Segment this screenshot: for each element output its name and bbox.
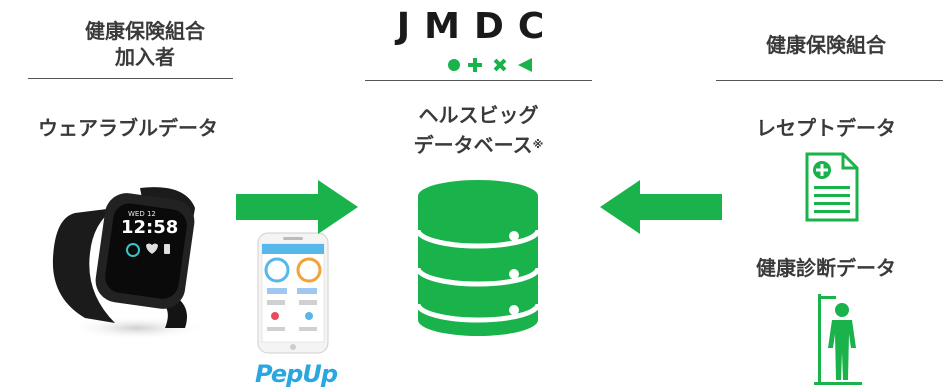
left-header-line2: 加入者: [115, 45, 175, 69]
smartwatch-icon: [52, 187, 207, 340]
receipt-document-icon: [805, 152, 859, 222]
right-header: 健康保険組合: [766, 33, 886, 57]
watch-stats-icon: [126, 243, 170, 257]
database-icon: [416, 180, 540, 336]
jmdc-logo: JMDC: [396, 6, 559, 47]
db-label-line2-text: データベース: [413, 133, 533, 157]
arrow-right-icon: [236, 180, 358, 234]
smartphone-app-icon: [257, 232, 329, 354]
db-label-line1: ヘルスビッグ: [418, 103, 539, 127]
watch-date: WED 12: [128, 210, 156, 218]
right-divider: [716, 80, 943, 81]
center-divider: [365, 80, 592, 81]
height-measure-person-icon: [814, 294, 862, 385]
receipt-data-label: レセプトデータ: [756, 116, 896, 140]
left-divider: [28, 78, 233, 79]
left-header: 健康保険組合 加入者: [30, 18, 260, 70]
left-header-line1: 健康保険組合: [85, 19, 205, 43]
pepup-logo: PepUp: [254, 360, 338, 388]
jmdc-logo-symbols-icon: [448, 58, 532, 72]
health-big-database-label: ヘルスビッグ データベース※: [365, 100, 592, 160]
arrow-left-icon: [600, 180, 722, 234]
health-checkup-data-label: 健康診断データ: [756, 256, 896, 280]
watch-time: 12:58: [121, 217, 179, 238]
db-label-line2: データベース※: [365, 130, 592, 160]
db-note-mark: ※: [532, 138, 544, 151]
wearable-data-label: ウェアラブルデータ: [38, 116, 218, 140]
